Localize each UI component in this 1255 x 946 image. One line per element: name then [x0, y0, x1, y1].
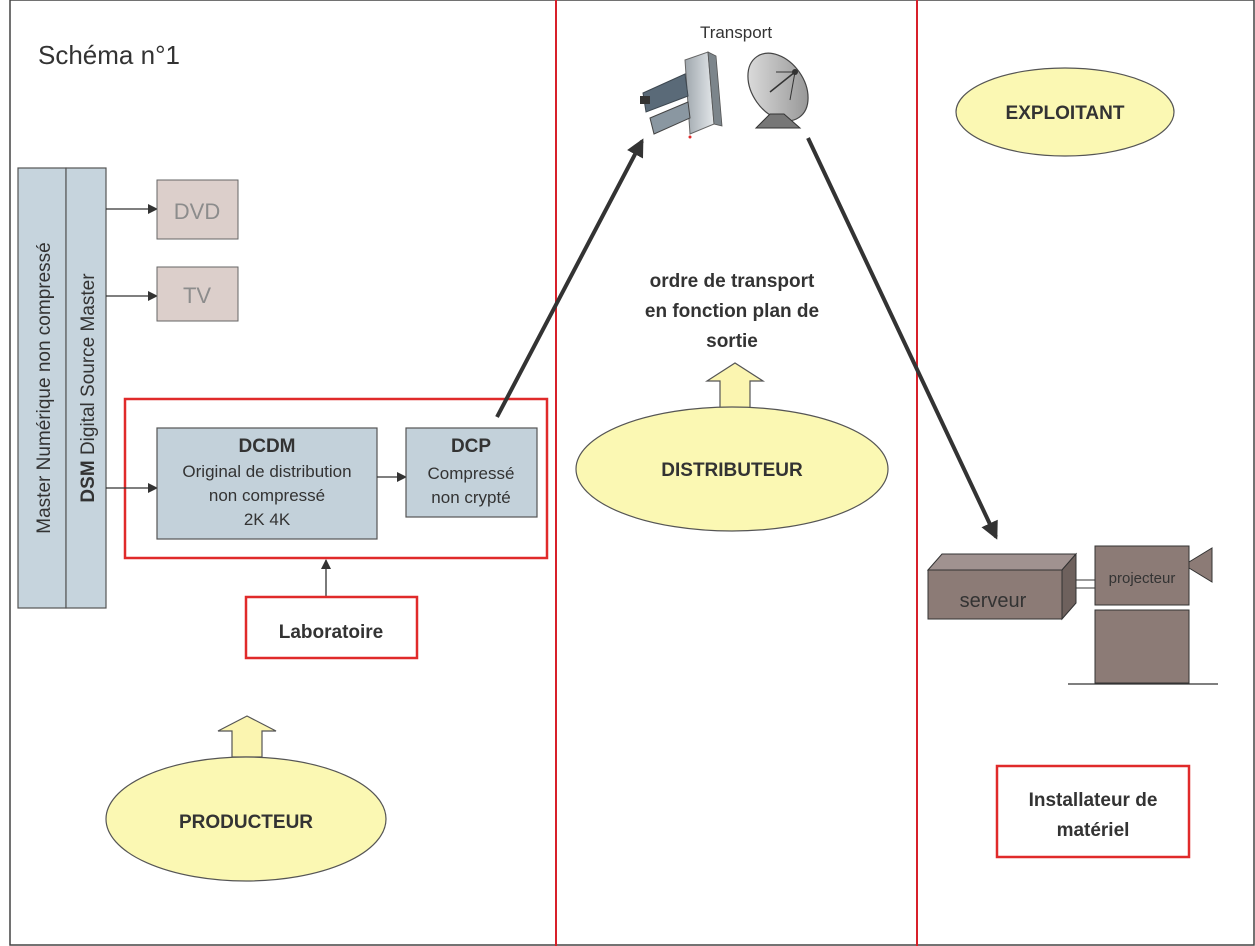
- distributeur-up-arrow: [704, 362, 766, 409]
- dsm-rest: Digital Source Master: [78, 273, 99, 461]
- dcdm-title: DCDM: [239, 436, 296, 457]
- serveur-label: serveur: [960, 590, 1027, 612]
- dvd-label: DVD: [174, 199, 220, 224]
- dsm-label: DSM Digital Source Master: [78, 273, 99, 503]
- tv-label: TV: [183, 283, 211, 308]
- installateur-line2: matériel: [1057, 820, 1130, 841]
- distributeur-label: DISTRIBUTEUR: [661, 460, 803, 481]
- projector: projecteur: [1094, 545, 1213, 606]
- producteur-label: PRODUCTEUR: [179, 812, 313, 833]
- installateur-line1: Installateur de: [1029, 790, 1158, 811]
- dcdm-line2: non compressé: [209, 486, 325, 505]
- transport-label: Transport: [700, 23, 772, 42]
- installateur-box: Installateur de matériel: [995, 764, 1191, 859]
- dcdm-box: DCDM Original de distribution non compre…: [156, 427, 378, 540]
- serveur: serveur: [926, 552, 1078, 621]
- exploitant-ellipse: EXPLOITANT: [955, 67, 1175, 157]
- projecteur-label: projecteur: [1109, 570, 1176, 587]
- laboratory-frame: [123, 397, 549, 560]
- transport-order-line2: en fonction plan de: [645, 301, 819, 322]
- dvd-box: DVD: [156, 179, 239, 240]
- master-box: Master Numérique non compressé DSM Digit…: [17, 167, 107, 609]
- producteur-ellipse: PRODUCTEUR: [105, 756, 387, 882]
- producteur-up-arrow: [217, 715, 277, 758]
- transport-order-line3: sortie: [706, 331, 758, 352]
- transport-order-line1: ordre de transport: [650, 271, 815, 292]
- usb-drive-icon: [640, 51, 723, 139]
- dcdm-line1: Original de distribution: [182, 462, 351, 481]
- tv-box: TV: [156, 266, 239, 322]
- exploitant-label: EXPLOITANT: [1006, 103, 1125, 124]
- distributeur-ellipse: DISTRIBUTEUR: [575, 406, 889, 532]
- laboratoire-label: Laboratoire: [279, 622, 384, 643]
- projection-hardware: projecteur serveur: [926, 545, 1218, 685]
- projector-stand: [1094, 609, 1190, 684]
- dcp-box: DCP Compressé non crypté: [405, 427, 538, 518]
- dsm-bold: DSM: [78, 460, 99, 502]
- dcdm-line3: 2K 4K: [244, 510, 291, 529]
- satellite-dish-icon: [747, 52, 809, 129]
- master-label: Master Numérique non compressé: [34, 242, 55, 533]
- diagram-frame: [9, 0, 1255, 946]
- laboratoire-box: Laboratoire: [244, 595, 419, 660]
- arrow-transport-to-serveur: [806, 137, 998, 540]
- dcp-line1: Compressé: [428, 464, 515, 483]
- dcp-title: DCP: [451, 436, 491, 457]
- diagram-title: Schéma n°1: [38, 40, 180, 70]
- dcp-line2: non crypté: [431, 488, 510, 507]
- arrow-dcp-to-transport: [495, 138, 644, 418]
